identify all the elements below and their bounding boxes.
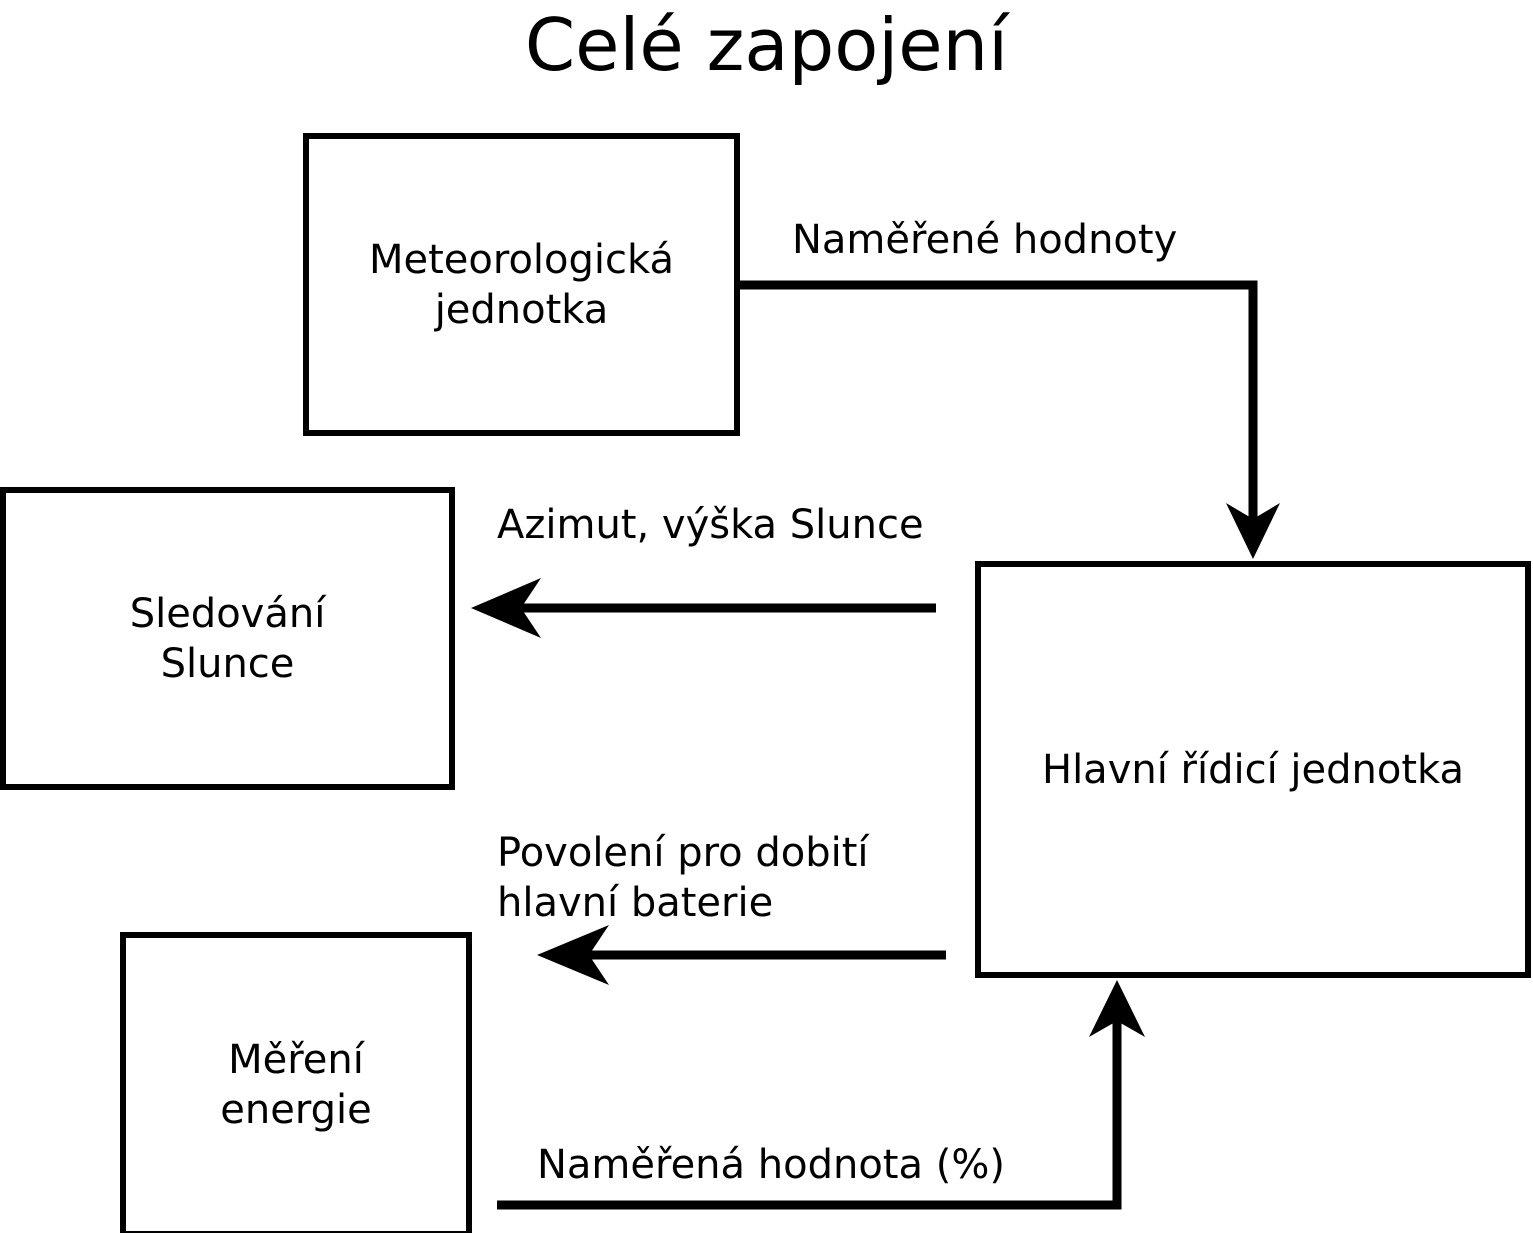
- arrowhead-left-icon: [537, 925, 609, 985]
- edge-measured-percentage: [497, 980, 1145, 1210]
- node-sun-tracking-label: Sledování Slunce: [129, 590, 326, 687]
- node-main-control-unit[interactable]: Hlavní řídicí jednotka: [975, 561, 1531, 978]
- edge-azimuth-elevation: [471, 578, 936, 638]
- arrowhead-up-icon: [1089, 980, 1145, 1037]
- edge-label-measured-values: Naměřené hodnoty: [792, 217, 1178, 263]
- arrowhead-left-icon: [471, 578, 541, 638]
- diagram-title: Celé zapojení: [524, 3, 1009, 87]
- edge-label-azimuth-elevation: Azimut, výška Slunce: [497, 502, 924, 548]
- node-energy-measurement-label: Měření energie: [220, 1036, 372, 1133]
- edge-label-measured-percentage: Naměřená hodnota (%): [537, 1142, 1005, 1188]
- node-sun-tracking[interactable]: Sledování Slunce: [0, 487, 455, 790]
- node-main-control-unit-label: Hlavní řídicí jednotka: [1041, 746, 1465, 793]
- node-energy-measurement[interactable]: Měření energie: [120, 932, 472, 1233]
- arrowhead-down-icon: [1226, 503, 1280, 559]
- node-meteorological-unit[interactable]: Meteorologická jednotka: [303, 133, 740, 436]
- edge-label-charge-permission: Povolení pro dobití hlavní baterie: [497, 830, 869, 926]
- node-meteorological-unit-label: Meteorologická jednotka: [369, 236, 674, 333]
- edge-charge-permission: [537, 925, 946, 985]
- edge-measured-values: [735, 280, 1280, 559]
